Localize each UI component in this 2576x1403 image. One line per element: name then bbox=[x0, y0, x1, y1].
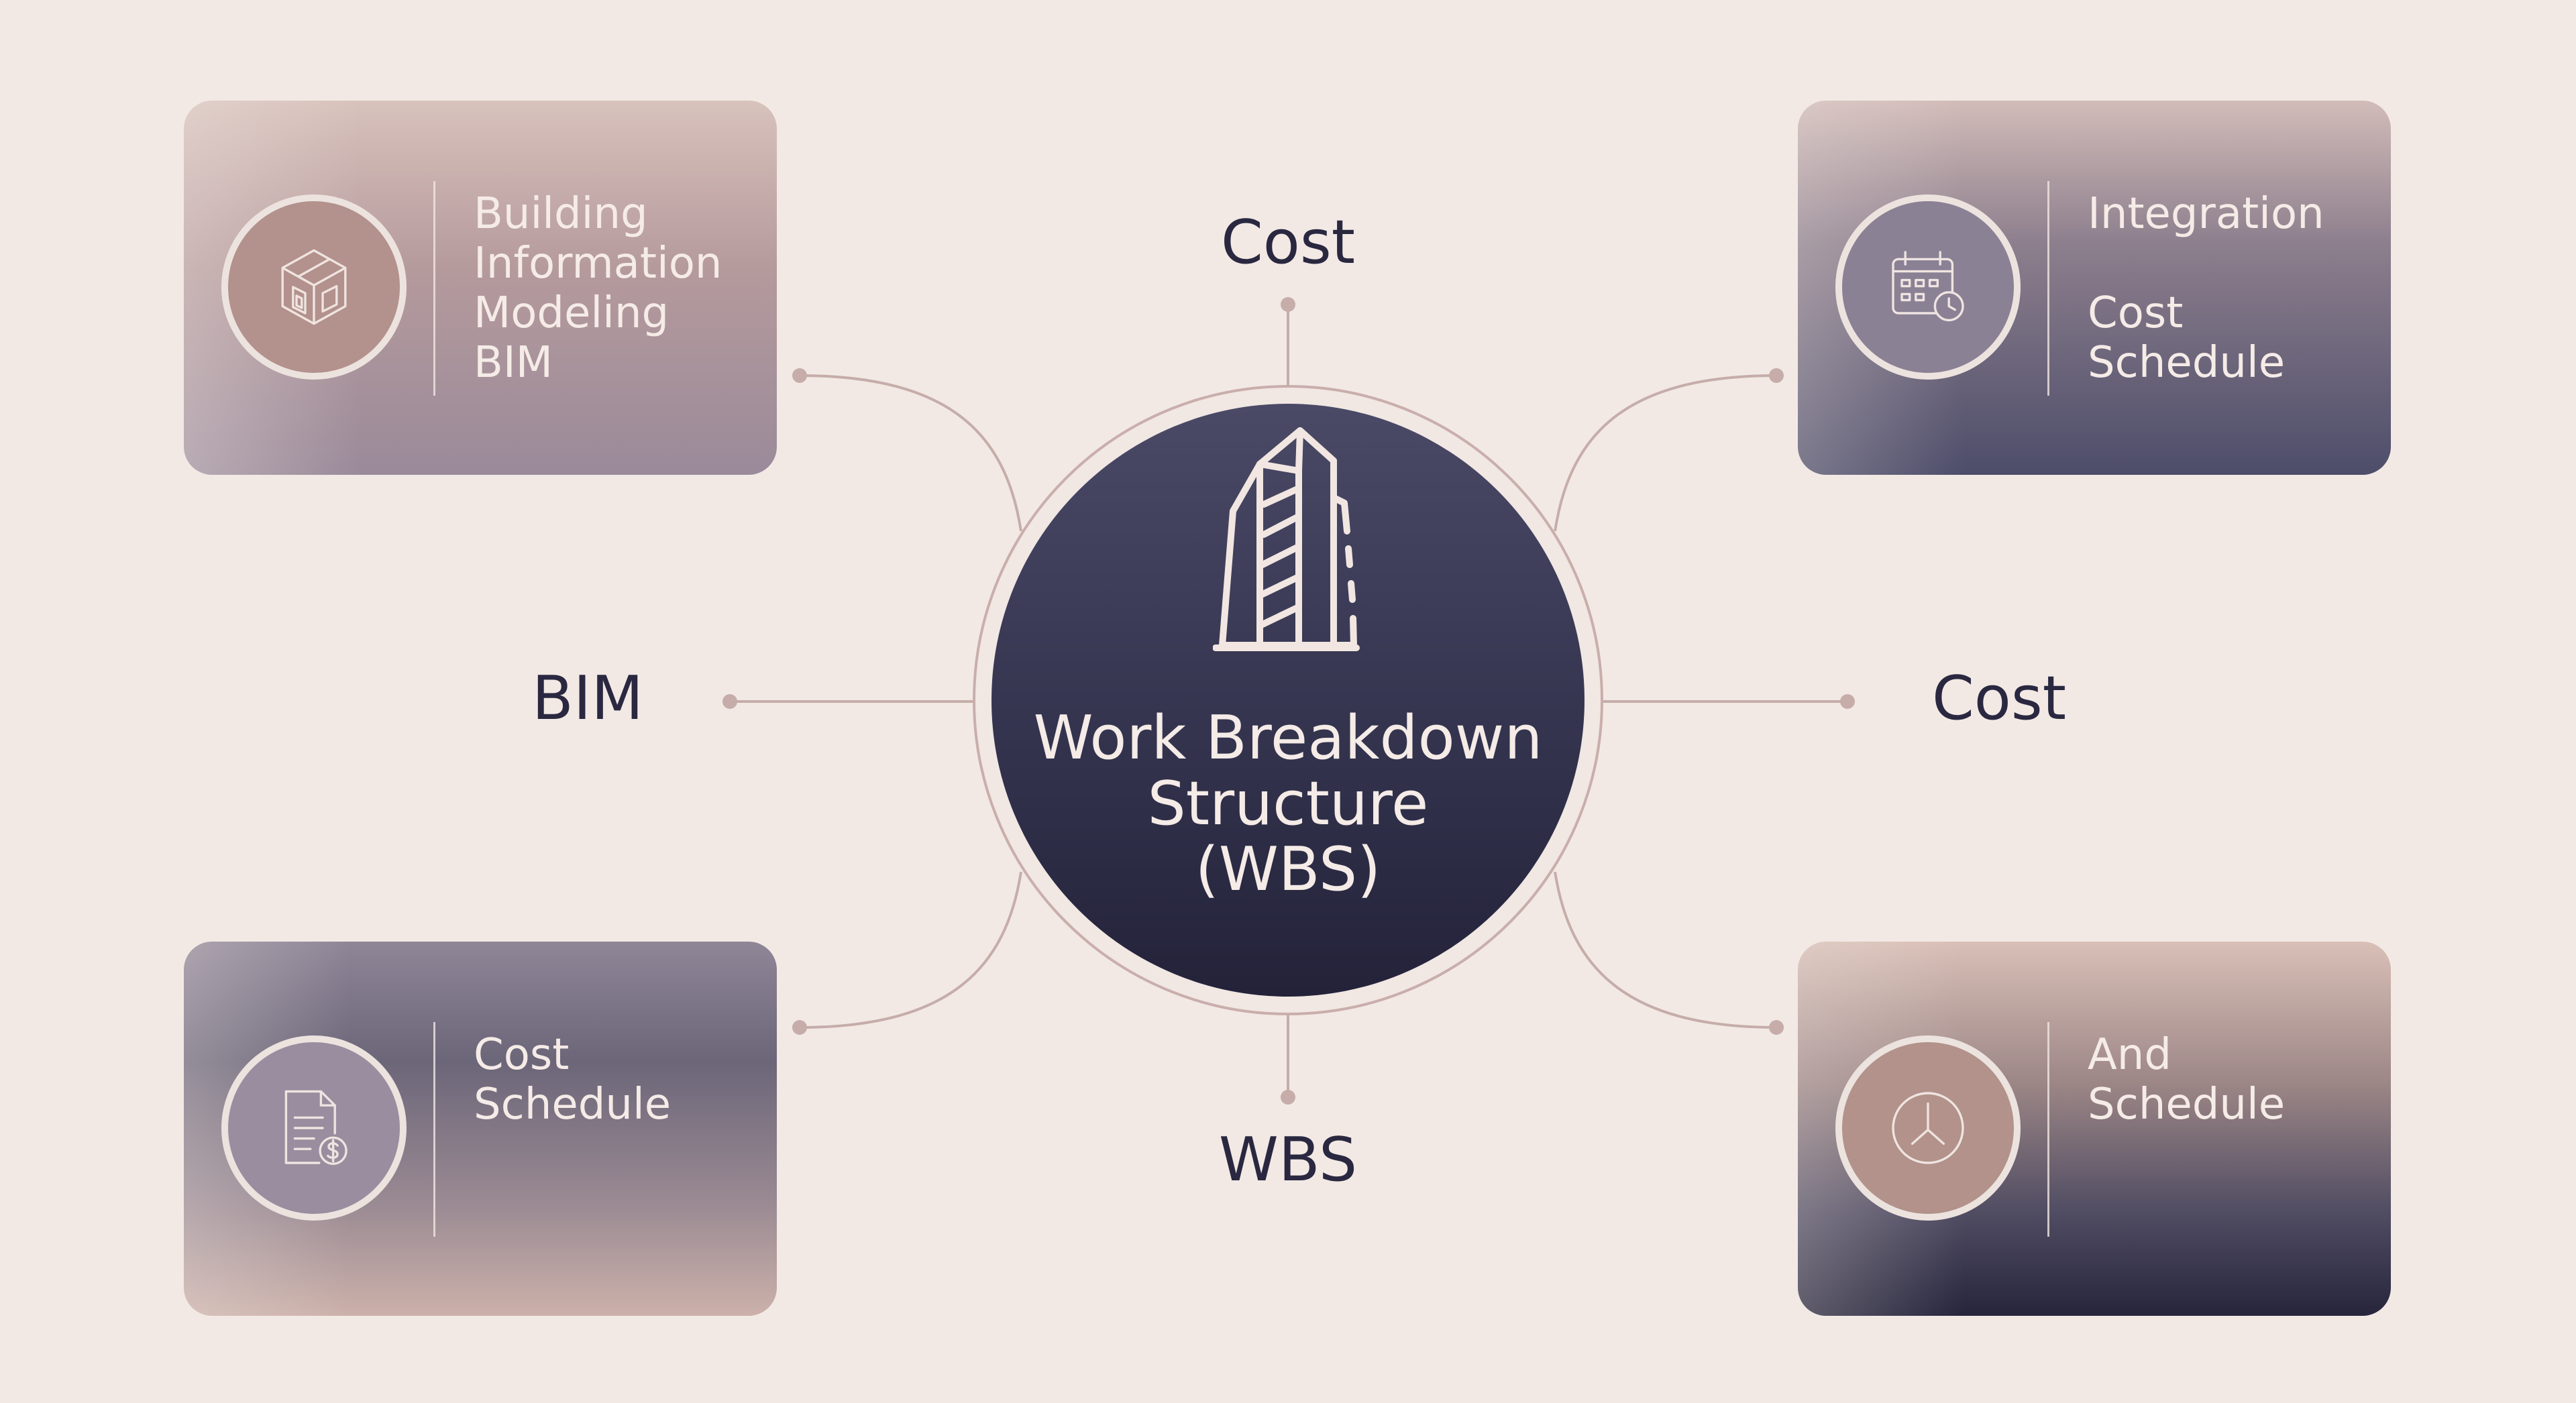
connector-dot-bottom-left bbox=[792, 1020, 807, 1035]
card-text: Integration Cost Schedule bbox=[2088, 189, 2376, 388]
connector-dot-right bbox=[1840, 694, 1855, 709]
card-divider bbox=[2047, 181, 2049, 396]
connector-bottom-right bbox=[1554, 871, 1777, 1029]
card-building-information-modeling: Building Information Modeling BIM bbox=[184, 101, 777, 475]
card-divider bbox=[2047, 1022, 2049, 1237]
card-and-schedule: And Schedule bbox=[1798, 942, 2391, 1316]
hub-title-line: Structure bbox=[1147, 769, 1429, 839]
branch-label-left: BIM bbox=[532, 663, 643, 734]
card-divider bbox=[433, 1022, 435, 1237]
card-text: Cost Schedule bbox=[474, 1030, 762, 1129]
central-hub: Work Breakdown Structure (WBS) bbox=[991, 404, 1585, 997]
card-cost-schedule: Cost Schedule bbox=[184, 942, 777, 1316]
card-divider bbox=[433, 181, 435, 396]
connector-bottom-left bbox=[799, 871, 1022, 1029]
card-text: And Schedule bbox=[2088, 1030, 2376, 1129]
card-text: Building Information Modeling BIM bbox=[474, 189, 762, 388]
cost-document-icon bbox=[221, 1035, 407, 1221]
branch-label-bottom: WBS bbox=[1218, 1125, 1358, 1195]
building-model-icon bbox=[221, 194, 407, 380]
card-line: BIM bbox=[474, 338, 553, 388]
card-line: Information bbox=[474, 239, 722, 288]
clock-icon bbox=[1835, 1035, 2021, 1221]
hub-title: Work Breakdown Structure (WBS) bbox=[991, 706, 1585, 903]
calendar-clock-icon bbox=[1835, 194, 2021, 380]
connector-dot-top bbox=[1281, 297, 1295, 312]
connector-top-right bbox=[1554, 374, 1777, 532]
card-line-spacer bbox=[2088, 239, 2376, 288]
card-line: Cost bbox=[2088, 288, 2184, 338]
connector-dot-top-left bbox=[792, 368, 807, 383]
card-line: Building bbox=[474, 189, 648, 239]
building-icon bbox=[1213, 427, 1360, 651]
hub-title-line: (WBS) bbox=[1195, 834, 1381, 905]
connector-dot-top-right bbox=[1769, 368, 1784, 383]
connector-dot-bottom-right bbox=[1769, 1020, 1784, 1035]
connector-dot-left bbox=[722, 694, 737, 709]
connector-top-left bbox=[799, 374, 1022, 532]
card-line: And bbox=[2088, 1030, 2171, 1080]
hub-title-line: Work Breakdown bbox=[1033, 703, 1543, 773]
card-line: Integration bbox=[2088, 189, 2324, 239]
branch-label-right: Cost bbox=[1931, 663, 2067, 734]
card-line: Modeling bbox=[474, 288, 669, 338]
branch-label-top: Cost bbox=[1220, 207, 1356, 278]
card-integration-cost-schedule: Integration Cost Schedule bbox=[1798, 101, 2391, 475]
connector-dot-bottom bbox=[1281, 1090, 1295, 1105]
card-line: Cost bbox=[474, 1030, 570, 1080]
card-line: Schedule bbox=[474, 1080, 672, 1129]
card-line: Schedule bbox=[2088, 1080, 2286, 1129]
card-line: Schedule bbox=[2088, 338, 2286, 388]
